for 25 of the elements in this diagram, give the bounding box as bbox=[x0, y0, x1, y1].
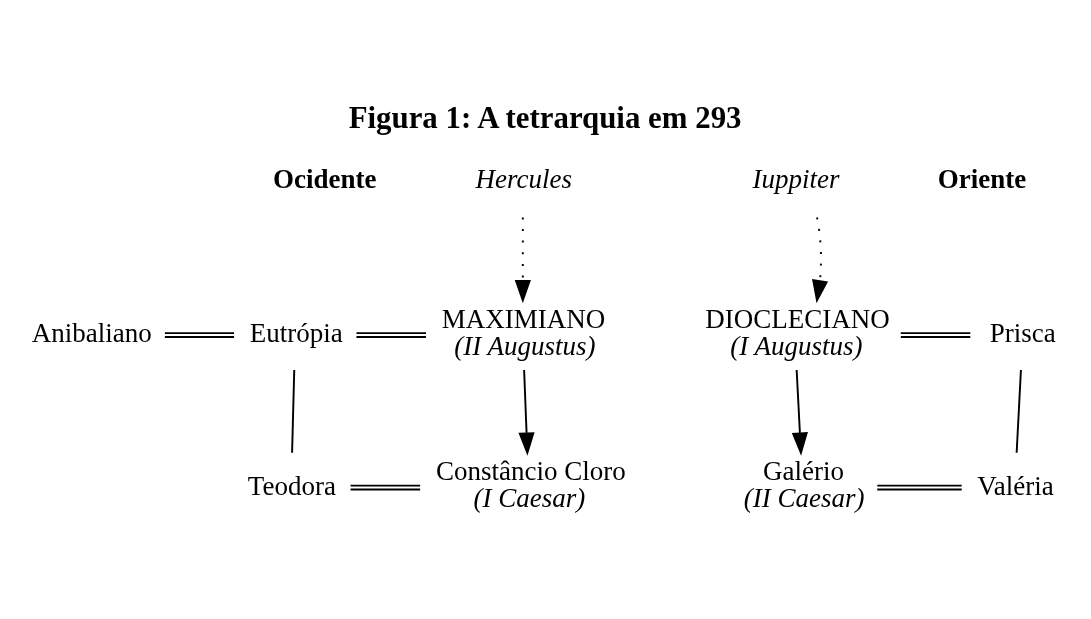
connector bbox=[291, 368, 296, 454]
diagram-title: Figura 1: A tetrarquia em 293 bbox=[348, 99, 742, 135]
label: Oriente bbox=[937, 163, 1027, 194]
node-text: DIOCLECIANO (I Augustus) bbox=[705, 303, 890, 361]
arrow bbox=[791, 368, 808, 456]
arrow bbox=[514, 216, 531, 303]
node-text: MAXIMIANO (II Augustus) bbox=[441, 303, 606, 361]
node-text: Hercules bbox=[475, 163, 573, 194]
connector bbox=[355, 331, 427, 338]
connector bbox=[1015, 368, 1022, 454]
node-text: Eutrópia bbox=[249, 317, 343, 348]
node-text: Teodora bbox=[247, 470, 336, 501]
node-text: Constâncio Cloro (I Caesar) bbox=[435, 455, 626, 513]
node-text: Prisca bbox=[989, 317, 1056, 348]
connector bbox=[349, 484, 422, 490]
node-text: Iuppiter bbox=[752, 163, 840, 194]
connector bbox=[899, 331, 972, 338]
arrow bbox=[518, 368, 535, 456]
node-text: Galério (II Caesar) bbox=[743, 455, 865, 513]
arrow bbox=[812, 216, 829, 303]
node-text: Valéria bbox=[977, 470, 1054, 501]
node-text: Anibaliano bbox=[31, 317, 152, 348]
label: Ocidente bbox=[272, 163, 377, 194]
connector bbox=[163, 331, 235, 338]
connector bbox=[876, 484, 963, 490]
